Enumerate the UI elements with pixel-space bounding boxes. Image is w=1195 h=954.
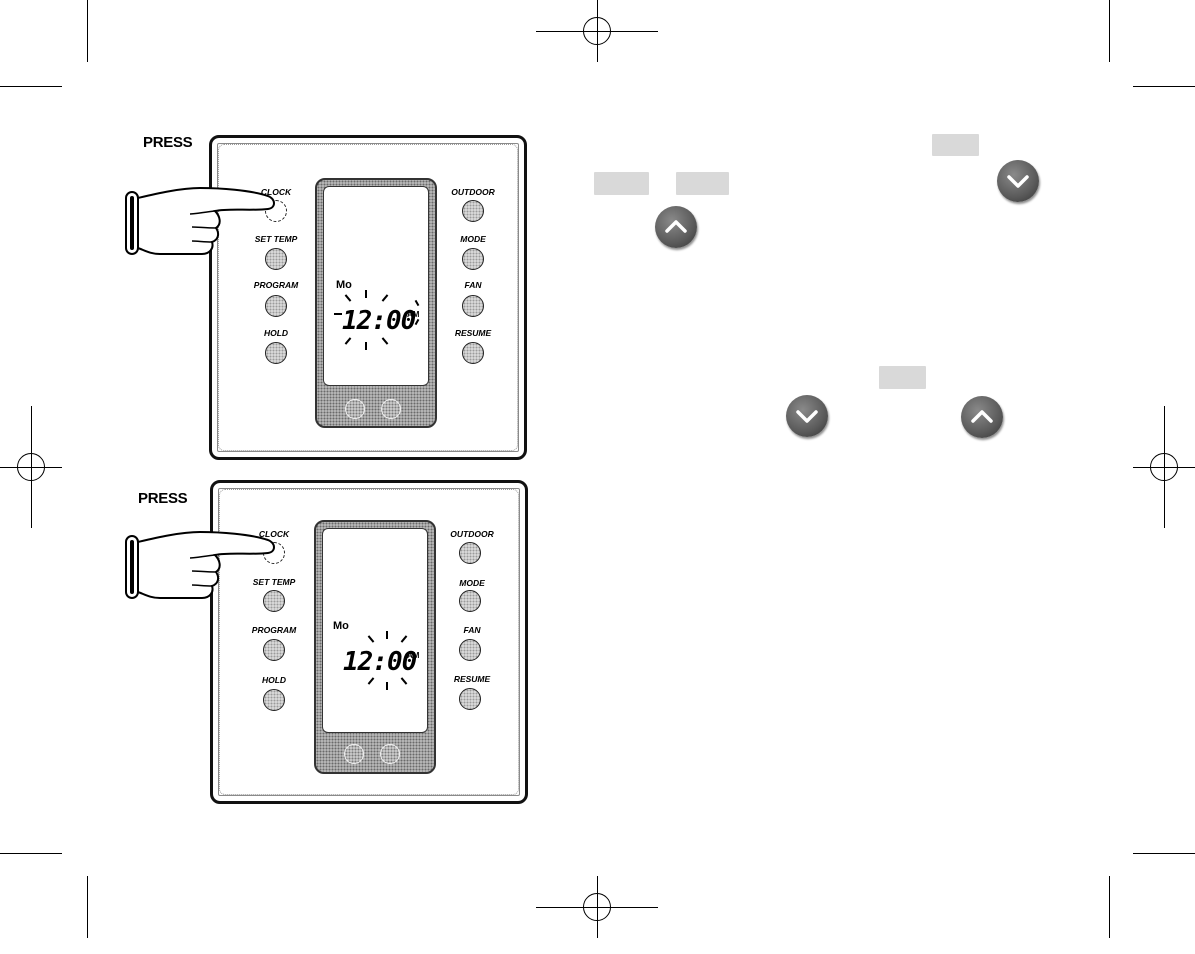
lcd-screen: Mo 12:00 AM xyxy=(323,186,429,386)
registration-mark-icon xyxy=(583,17,611,45)
lcd-screen: Mo 12:00 AM xyxy=(322,528,428,733)
crop-mark xyxy=(1133,86,1195,87)
blink-ray xyxy=(414,299,420,307)
blink-ray xyxy=(367,677,375,685)
blink-ray xyxy=(344,294,352,302)
fan-button[interactable] xyxy=(462,295,484,317)
hold-button[interactable] xyxy=(265,342,287,364)
resume-button[interactable] xyxy=(462,342,484,364)
blink-ray xyxy=(400,677,408,685)
crop-mark xyxy=(87,876,88,938)
panel-border xyxy=(218,144,518,451)
crop-mark xyxy=(1109,0,1110,62)
clock-button-label: CLOCK xyxy=(258,529,290,539)
clock-button-label: CLOCK xyxy=(260,187,292,197)
hold-button[interactable] xyxy=(263,689,285,711)
chevron-down-icon xyxy=(997,160,1039,202)
lcd-frame: Mo 12:00 AM xyxy=(315,178,437,428)
crop-mark xyxy=(0,86,62,87)
blink-ray xyxy=(381,337,389,345)
program-button[interactable] xyxy=(265,295,287,317)
blink-ray xyxy=(334,313,342,315)
pointing-hand-icon xyxy=(125,530,275,599)
blink-ray xyxy=(365,290,367,298)
lcd-day: Mo xyxy=(333,620,349,632)
resume-button-label: RESUME xyxy=(454,328,492,338)
blink-ray xyxy=(367,635,375,643)
blink-ray xyxy=(386,631,388,639)
key-placeholder xyxy=(676,172,729,195)
registration-mark-icon xyxy=(17,453,45,481)
blink-ray xyxy=(344,337,352,345)
lcd-frame: Mo 12:00 AM xyxy=(314,520,436,774)
chevron-up-icon xyxy=(961,396,1003,438)
lcd-ampm: AM xyxy=(407,310,420,319)
mode-button[interactable] xyxy=(459,590,481,612)
blink-ray xyxy=(386,682,388,690)
fan-button-label: FAN xyxy=(463,625,481,635)
chevron-up-icon xyxy=(655,206,697,248)
lcd-time: 12:00 xyxy=(343,647,417,677)
program-button-label: PROGRAM xyxy=(253,280,299,290)
lcd-ampm: AM xyxy=(407,651,420,660)
hold-button-label: HOLD xyxy=(261,675,287,685)
mode-button[interactable] xyxy=(462,248,484,270)
up-button[interactable] xyxy=(380,744,400,764)
hold-button-label: HOLD xyxy=(263,328,289,338)
blink-ray xyxy=(365,342,367,350)
fan-button-label: FAN xyxy=(464,280,482,290)
chevron-down-icon xyxy=(786,395,828,437)
blink-ray xyxy=(400,635,408,643)
crop-mark xyxy=(0,853,62,854)
blink-ray xyxy=(414,318,420,326)
fan-button[interactable] xyxy=(459,639,481,661)
set-temp-button[interactable] xyxy=(265,248,287,270)
key-placeholder xyxy=(932,134,979,156)
outdoor-button-label: OUTDOOR xyxy=(450,529,494,539)
mode-button-label: MODE xyxy=(460,234,486,244)
registration-mark-icon xyxy=(583,893,611,921)
press-label: PRESS xyxy=(143,134,193,151)
outdoor-button[interactable] xyxy=(462,200,484,222)
down-button[interactable] xyxy=(345,399,365,419)
outdoor-button-label: OUTDOOR xyxy=(451,187,495,197)
key-placeholder xyxy=(594,172,649,195)
down-button[interactable] xyxy=(344,744,364,764)
resume-button-label: RESUME xyxy=(453,674,491,684)
set-temp-button[interactable] xyxy=(263,590,285,612)
mode-button-label: MODE xyxy=(459,578,485,588)
program-button[interactable] xyxy=(263,639,285,661)
panel-border xyxy=(219,489,519,795)
crop-mark xyxy=(1109,876,1110,938)
up-button[interactable] xyxy=(381,399,401,419)
press-label: PRESS xyxy=(138,490,188,507)
thermostat-panel: CLOCK SET TEMP PROGRAM HOLD Mo 12:00 AM … xyxy=(210,480,528,804)
crop-mark xyxy=(1133,853,1195,854)
set-temp-button-label: SET TEMP xyxy=(254,234,298,244)
blink-ray xyxy=(381,294,389,302)
outdoor-button[interactable] xyxy=(459,542,481,564)
lcd-day: Mo xyxy=(336,279,352,291)
resume-button[interactable] xyxy=(459,688,481,710)
set-temp-button-label: SET TEMP xyxy=(252,577,296,587)
program-button-label: PROGRAM xyxy=(251,625,297,635)
thermostat-panel: CLOCK SET TEMP PROGRAM HOLD Mo 12:00 AM … xyxy=(209,135,527,460)
lcd-time: 12:00 xyxy=(342,306,416,336)
crop-mark xyxy=(87,0,88,62)
pointing-hand-icon xyxy=(125,186,275,255)
key-placeholder xyxy=(879,366,926,389)
registration-mark-icon xyxy=(1150,453,1178,481)
